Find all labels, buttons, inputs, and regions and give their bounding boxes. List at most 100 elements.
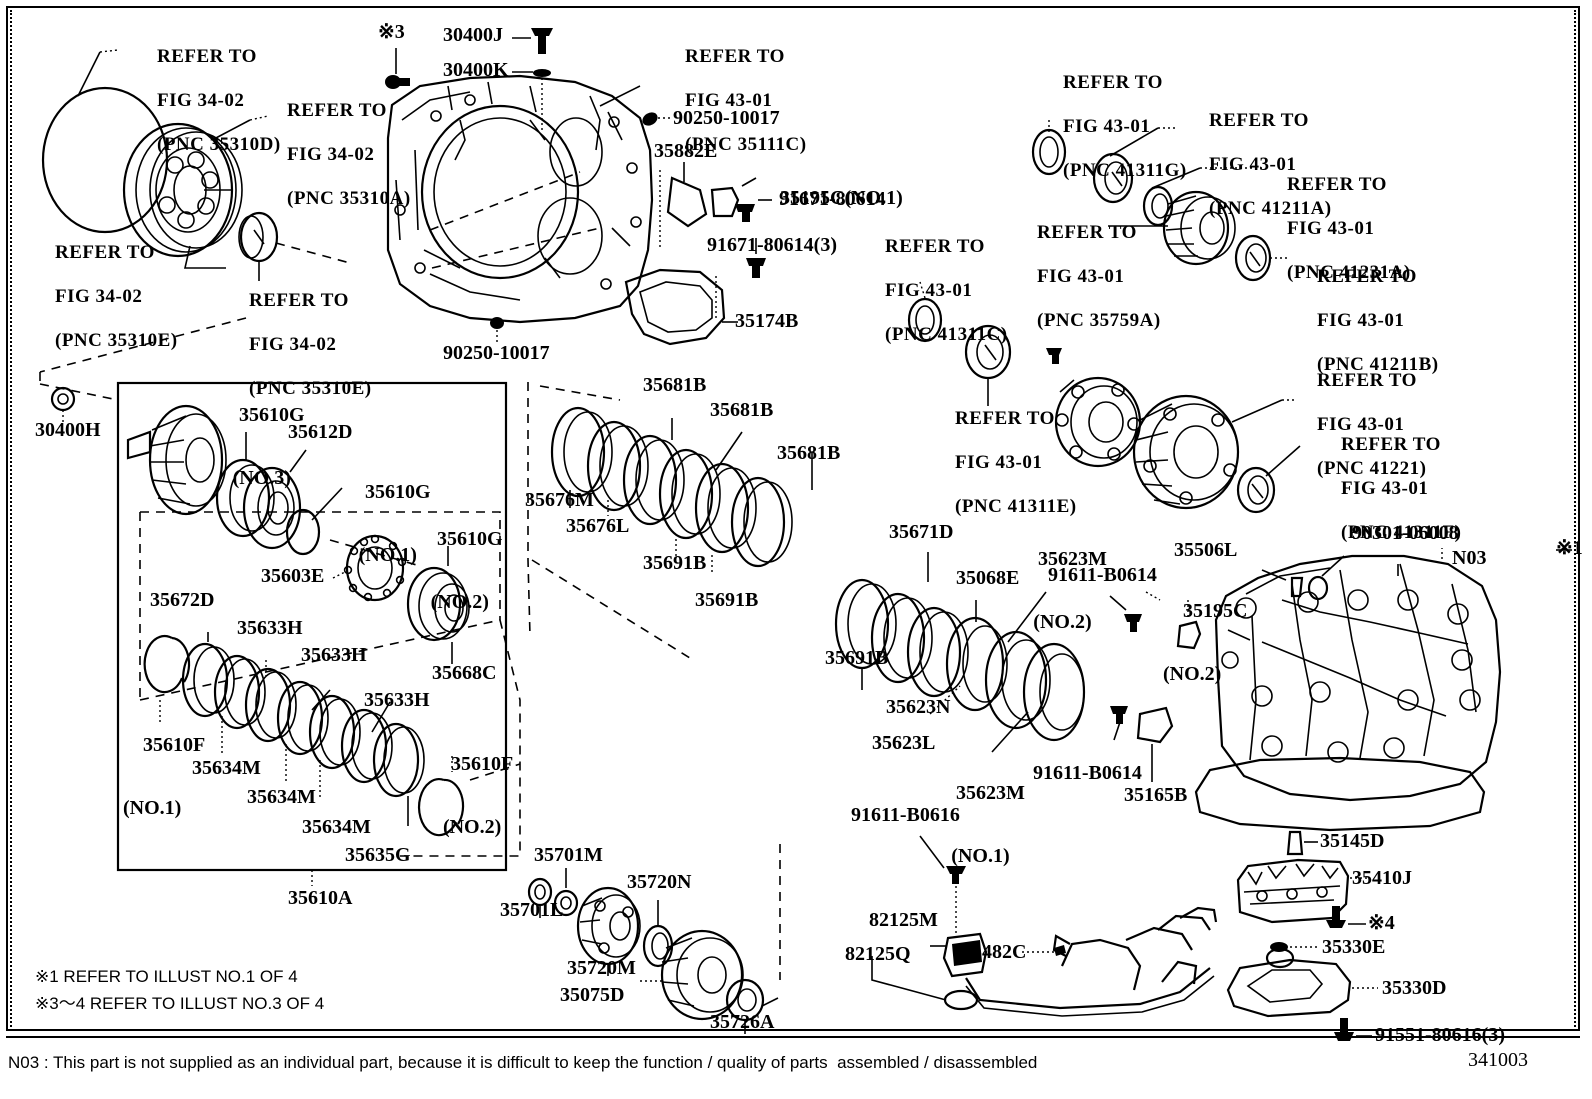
- marker-star1: ※1: [1556, 537, 1583, 559]
- refer-line2: FIG 34-02: [157, 90, 245, 111]
- part-label-35610A: 35610A: [288, 887, 353, 909]
- part-sub: (NO.1): [358, 544, 417, 566]
- part-label-35623M-no1: 35623M (NO.1): [936, 762, 1025, 909]
- part-sub: (NO.1): [844, 187, 903, 209]
- refer-block-41311F: REFER TO FIG 43-01 (PNC 41311F): [1320, 412, 1462, 566]
- part-label-35726A: 35726A: [710, 1011, 775, 1033]
- refer-line3: (PNC 35310E): [249, 378, 372, 399]
- marker-star3: ※3: [378, 21, 405, 43]
- refer-line2: FIG 43-01: [1209, 154, 1297, 175]
- part-code: 35610G: [365, 481, 431, 503]
- refer-line3: (PNC 41211B): [1317, 354, 1439, 375]
- refer-line3: (PNC 41311C): [885, 324, 1008, 345]
- part-code: 35195C: [780, 187, 845, 209]
- part-sub: (NO.1): [951, 845, 1010, 867]
- part-label-35676L: 35676L: [566, 515, 630, 537]
- part-label-35330E: 35330E: [1322, 936, 1386, 958]
- refer-line1: REFER TO: [955, 408, 1055, 429]
- refer-block-41211A: REFER TO FIG 43-01 (PNC 41211A): [1188, 88, 1332, 242]
- refer-line2: FIG 43-01: [1317, 310, 1405, 331]
- part-sub: (NO.2): [1163, 663, 1222, 685]
- refer-line1: REFER TO: [1037, 222, 1137, 243]
- refer-block-35310A: REFER TO FIG 34-02 (PNC 35310A): [266, 78, 411, 232]
- refer-block-35759A: REFER TO FIG 43-01 (PNC 35759A): [1016, 200, 1161, 354]
- part-label-30400J: 30400J: [443, 24, 503, 46]
- refer-line2: FIG 43-01: [1287, 218, 1375, 239]
- part-label-35195C-no2: 35195C (NO.2): [1163, 580, 1247, 727]
- part-code: 35623M: [956, 782, 1025, 804]
- marker-n03: N03: [1452, 547, 1487, 569]
- legend-note-1: ※1 REFER TO ILLUST NO.1 OF 4: [35, 967, 298, 986]
- refer-block-35310E-left: REFER TO FIG 34-02 (PNC 35310E): [34, 220, 178, 374]
- part-label-35623L: 35623L: [872, 732, 936, 754]
- refer-block-35310D: REFER TO FIG 34-02 (PNC 35310D): [136, 24, 281, 178]
- part-label-35671D: 35671D: [889, 521, 954, 543]
- refer-line3: (PNC 41221): [1317, 458, 1427, 479]
- refer-line2: FIG 43-01: [1037, 266, 1125, 287]
- part-label-35623M-no2: 35623M (NO.2): [1018, 528, 1107, 675]
- refer-line1: REFER TO: [885, 236, 985, 257]
- footer-note: N03 : This part is not supplied as an in…: [8, 1053, 1038, 1072]
- refer-line3: (PNC 35111C): [685, 134, 807, 155]
- refer-line2: FIG 34-02: [55, 286, 143, 307]
- part-label-35681B-a: 35681B: [643, 374, 707, 396]
- part-sub: (NO.3): [232, 467, 291, 489]
- part-label-35691B-b: 35691B: [695, 589, 759, 611]
- part-label-90301-06008: 90301-06008: [1352, 522, 1459, 544]
- refer-line3: (PNC 35310A): [287, 188, 411, 209]
- refer-line3: (PNC 41311F): [1341, 522, 1462, 543]
- part-label-35068E: 35068E: [956, 567, 1020, 589]
- part-label-35635G: 35635G: [345, 844, 411, 866]
- part-label-35075D: 35075D: [560, 984, 625, 1006]
- part-label-35610F-no2: 35610F (NO.2): [431, 733, 513, 880]
- part-label-35195C-no1: 35195C(NO.1): [760, 167, 903, 230]
- part-label-35633H-b: 35633H: [301, 644, 367, 666]
- part-label-35633H-a: 35633H: [237, 617, 303, 639]
- part-label-35482C: 35482C: [962, 941, 1027, 963]
- refer-line2: FIG 43-01: [1063, 116, 1151, 137]
- part-code: 35610G: [437, 528, 503, 550]
- refer-line2: FIG 43-01: [885, 280, 973, 301]
- refer-line1: REFER TO: [55, 242, 155, 263]
- refer-line1: REFER TO: [1317, 370, 1417, 391]
- refer-line1: REFER TO: [1209, 110, 1309, 131]
- part-label-35691B-c: 35691B: [825, 647, 889, 669]
- refer-block-41311G: REFER TO FIG 43-01 (PNC 41311G): [1042, 50, 1187, 204]
- refer-line3: (PNC 35310D): [157, 134, 281, 155]
- part-label-90250-10017-upper: 90250-10017: [673, 107, 780, 129]
- refer-line1: REFER TO: [1063, 72, 1163, 93]
- part-label-35330D: 35330D: [1382, 977, 1447, 999]
- part-label-91611-B0614-b: 91611-B0614: [1033, 762, 1142, 784]
- part-code: 35610G: [239, 404, 305, 426]
- part-label-91671-80614-a: 91671-80614: [779, 188, 886, 210]
- refer-line3: (PNC 41231A): [1287, 262, 1411, 283]
- part-label-35681B-c: 35681B: [777, 442, 841, 464]
- part-label-35668C: 35668C: [432, 662, 497, 684]
- refer-line3: (PNC 41311G): [1063, 160, 1187, 181]
- part-label-35720N: 35720N: [627, 871, 692, 893]
- part-label-35612D: 35612D: [288, 421, 353, 443]
- part-label-35633H-c: 35633H: [364, 689, 430, 711]
- part-sub: (NO.1): [123, 797, 182, 819]
- part-label-91611-B0616: 91611-B0616: [851, 804, 960, 826]
- part-label-35610F-no1: 35610F (NO.1): [123, 714, 205, 861]
- part-label-35410J: 35410J: [1352, 867, 1412, 889]
- part-label-35701L: 35701L: [500, 899, 564, 921]
- part-label-35165B: 35165B: [1124, 784, 1188, 806]
- part-label-35506L: 35506L: [1174, 539, 1238, 561]
- refer-block-35111C: REFER TO FIG 43-01 (PNC 35111C): [664, 24, 807, 178]
- part-label-35610G-no2: 35610G (NO.2): [417, 508, 503, 655]
- part-label-35174B: 35174B: [735, 310, 799, 332]
- part-label-82125M: 82125M: [869, 909, 938, 931]
- refer-block-41231A: REFER TO FIG 43-01 (PNC 41231A): [1266, 152, 1411, 306]
- refer-line2: FIG 43-01: [1317, 414, 1405, 435]
- refer-line3: (PNC 35310E): [55, 330, 178, 351]
- part-sub: (NO.2): [442, 816, 502, 838]
- part-label-35676M: 35676M: [525, 489, 594, 511]
- part-label-35634M-a: 35634M: [192, 757, 261, 779]
- part-label-91551-80616-3: 91551-80616(3): [1375, 1024, 1505, 1046]
- part-label-35610G-no1: 35610G (NO.1): [345, 461, 431, 608]
- refer-block-35310E-mid: REFER TO FIG 34-02 (PNC 35310E): [228, 268, 372, 422]
- part-label-30400H: 30400H: [35, 419, 101, 441]
